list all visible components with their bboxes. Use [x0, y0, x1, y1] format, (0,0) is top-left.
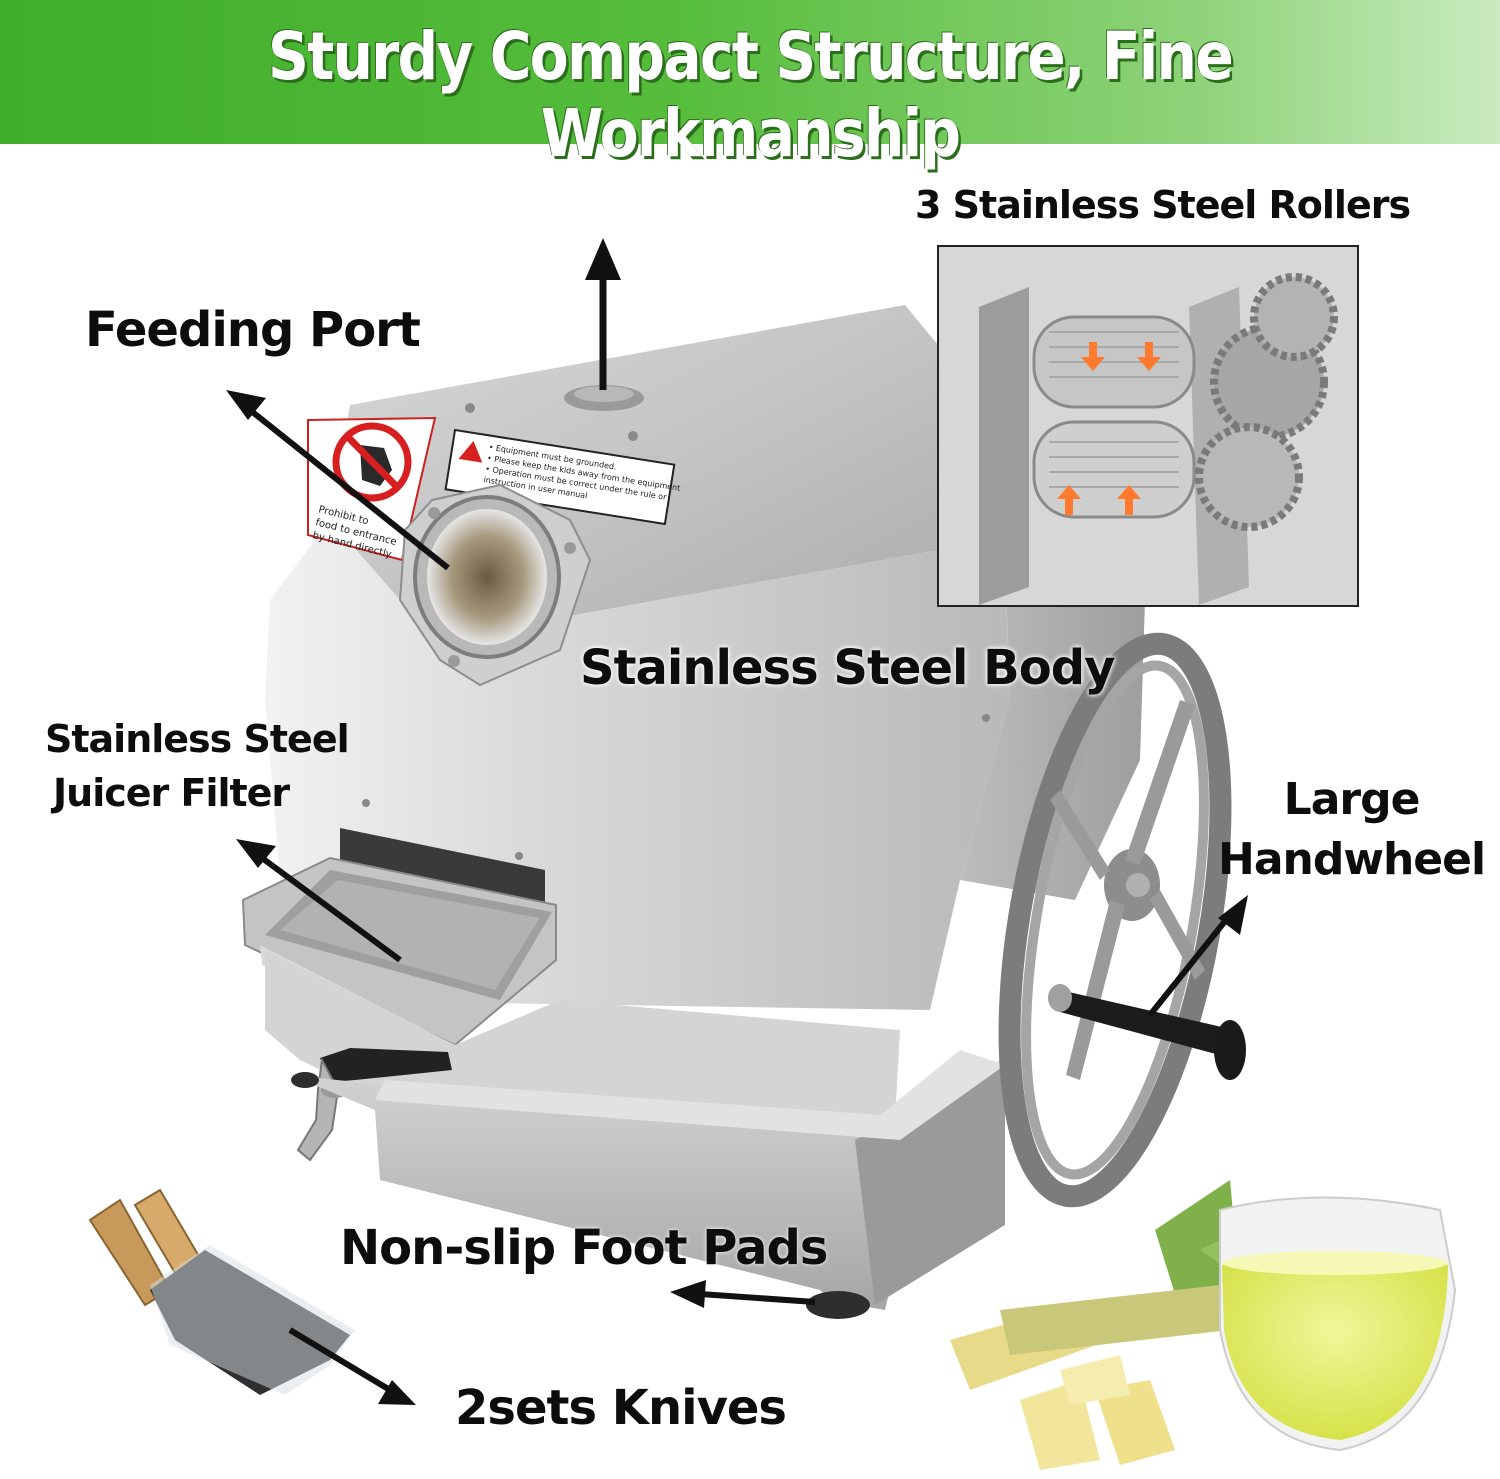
prohibit-sticker: Prohibit to food to entrance by hand dir…	[307, 416, 437, 562]
sugarcane-juice-decoration	[950, 1180, 1457, 1470]
annotation-arrows	[226, 238, 1248, 1405]
arrow-icon	[248, 407, 450, 571]
foot-pad	[806, 1291, 870, 1319]
label-knives: 2sets Knives	[455, 1380, 787, 1436]
warning-sticker: • Equipment must be grounded. • Please k…	[444, 428, 681, 526]
warning-triangle-icon	[458, 441, 483, 463]
label-filter: Stainless Steel Juicer Filter	[45, 712, 350, 820]
label-feeding-port: Feeding Port	[85, 302, 421, 358]
roller-bottom	[1032, 420, 1196, 519]
arrow-icon	[288, 1327, 392, 1393]
arrow-icon	[256, 852, 402, 963]
machine-base	[290, 1050, 1005, 1319]
label-handwheel-line2: Handwheel	[1218, 834, 1486, 885]
arrow-icon	[699, 1291, 816, 1305]
banner-title: Sturdy Compact Structure, Fine Workmansh…	[267, 18, 1234, 172]
label-handwheel: Large Handwheel	[1218, 770, 1486, 890]
arrow-icon	[1147, 913, 1233, 1017]
label-body: Stainless Steel Body	[580, 640, 1115, 696]
label-filter-line2: Juicer Filter	[53, 771, 290, 815]
label-foot-pads: Non-slip Foot Pads	[340, 1220, 828, 1276]
feeding-port	[398, 483, 592, 687]
label-handwheel-line1: Large	[1283, 774, 1421, 825]
rollers-inset	[937, 245, 1359, 607]
label-filter-line1: Stainless Steel	[45, 717, 350, 761]
knives-set	[88, 1188, 355, 1395]
filter-slot	[340, 828, 545, 905]
handwheel	[998, 632, 1246, 1208]
lower-front-panel	[265, 950, 900, 1120]
rollers-illustration	[939, 247, 1357, 605]
title-banner: Sturdy Compact Structure, Fine Workmansh…	[0, 0, 1500, 172]
label-rollers: 3 Stainless Steel Rollers	[915, 183, 1411, 227]
